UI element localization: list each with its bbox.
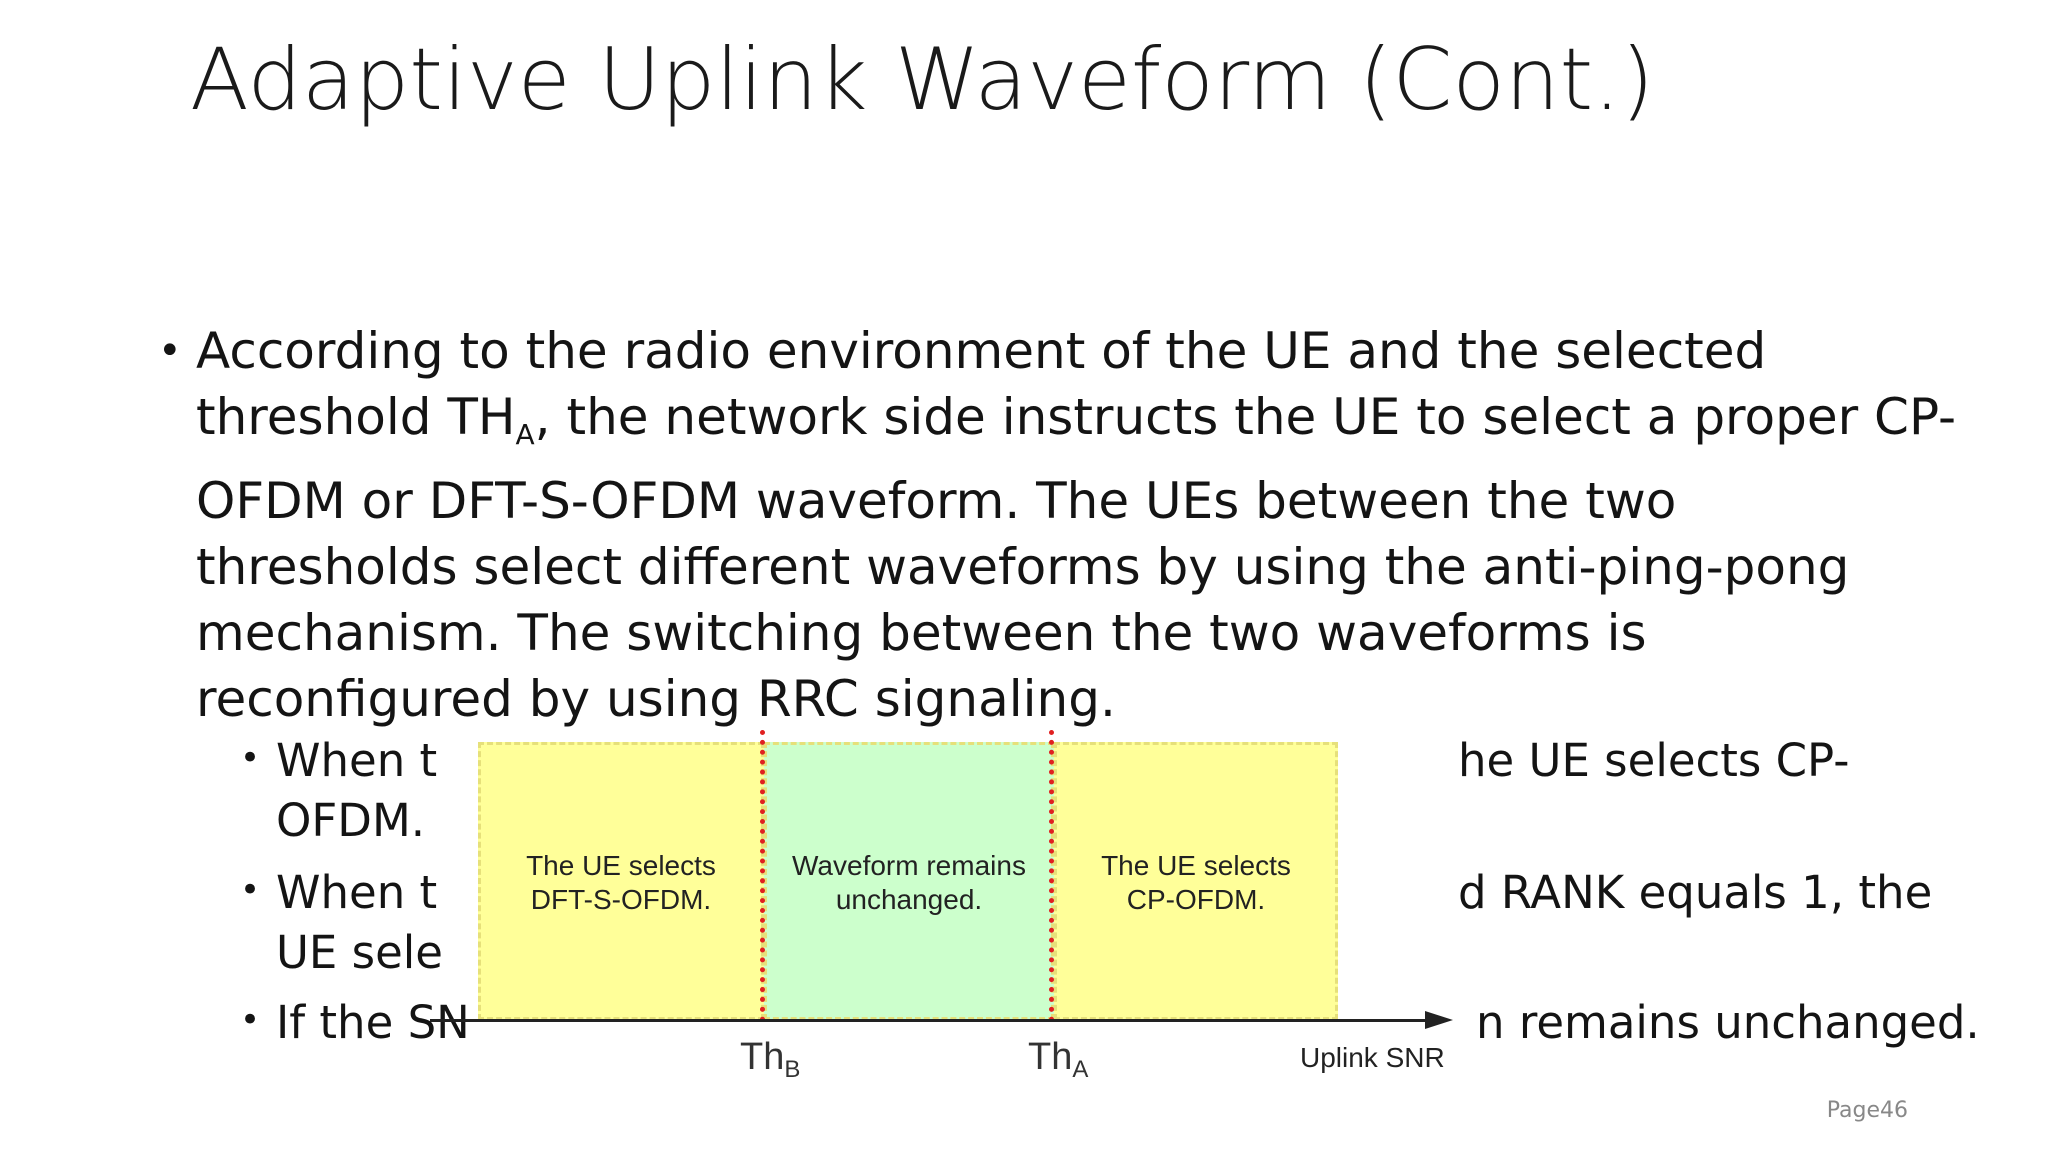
main-bullet-line-4: thresholds select different waveforms by… <box>196 538 1850 596</box>
main-bullet: • According to the radio environment of … <box>158 318 1957 732</box>
sub-bullet-3-left: • If the SN <box>240 994 470 1051</box>
sub-bullet-2-line2: UE sele <box>276 926 443 979</box>
main-bullet-line-5: mechanism. The switching between the two… <box>196 604 1647 662</box>
threshold-a-line <box>1049 730 1054 1022</box>
page-number: Page46 <box>1826 1098 1908 1123</box>
sub-bullet-dot: • <box>240 870 261 910</box>
sub-bullet-1-right: he UE selects CP- <box>1458 734 1850 787</box>
region-unchanged: Waveform remains unchanged. <box>764 742 1054 1020</box>
region-cp-ofdm: The UE selects CP-OFDM. <box>1054 742 1338 1020</box>
threshold-b-line <box>760 730 765 1022</box>
axis-label: Uplink SNR <box>1300 1042 1445 1073</box>
slide-title: Adaptive Uplink Waveform (Cont.) <box>190 30 1655 130</box>
main-bullet-line-1: According to the radio environment of th… <box>196 322 1767 380</box>
threshold-b-label: ThB <box>740 1036 801 1083</box>
sub-bullet-dot: • <box>240 738 261 778</box>
snr-axis <box>430 1019 1430 1022</box>
main-bullet-line-2: threshold THA, the network side instruct… <box>196 388 1957 451</box>
sub-bullet-3-right: n remains unchanged. <box>1476 996 1980 1049</box>
axis-arrow-icon <box>1425 1011 1453 1029</box>
main-bullet-line-3: OFDM or DFT-S-OFDM waveform. The UEs bet… <box>196 472 1677 530</box>
threshold-subscript: A <box>515 418 535 451</box>
sub-bullet-dot: • <box>240 1000 261 1040</box>
region-dft-s-ofdm: The UE selects DFT-S-OFDM. <box>478 742 764 1020</box>
sub-bullet-2-right: d RANK equals 1, the <box>1458 866 1933 919</box>
sub-bullet-1-left: • When t <box>240 732 437 789</box>
bullet-dot: • <box>158 328 182 374</box>
region-label: Waveform remains unchanged. <box>792 850 1026 915</box>
sub-bullet-1-line2: OFDM. <box>276 794 426 847</box>
region-label: The UE selects DFT-S-OFDM. <box>526 850 716 915</box>
waveform-diagram: The UE selects DFT-S-OFDM. Waveform rema… <box>430 730 1460 1090</box>
region-label: The UE selects CP-OFDM. <box>1101 850 1291 915</box>
sub-bullet-2-left: • When t <box>240 864 437 921</box>
threshold-a-label: ThA <box>1028 1036 1089 1083</box>
main-bullet-line-6: reconfigured by using RRC signaling. <box>196 670 1116 728</box>
